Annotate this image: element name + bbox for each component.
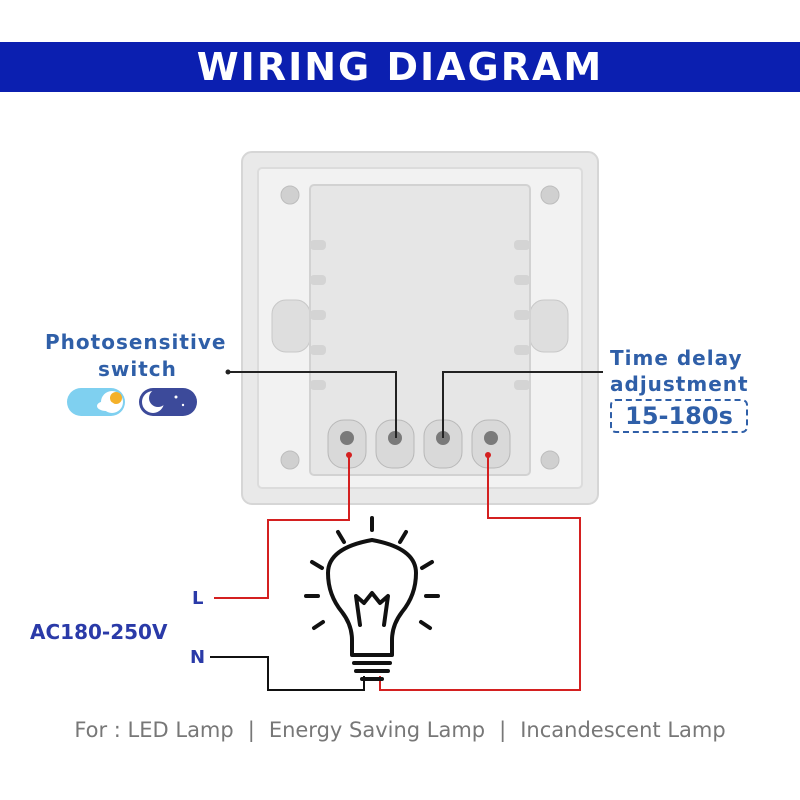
terminal-block xyxy=(327,419,511,469)
header-banner xyxy=(0,42,800,92)
neutral-terminal-label: N xyxy=(190,647,206,668)
load-wire xyxy=(379,455,581,691)
screw-hole xyxy=(280,185,300,205)
mounting-slot xyxy=(529,299,569,353)
screw-hole xyxy=(540,185,560,205)
device-center-body xyxy=(309,184,531,476)
page-title: WIRING DIAGRAM xyxy=(196,45,604,89)
time-delay-leader-line xyxy=(442,371,603,438)
screw-hole xyxy=(540,450,560,470)
footer-separator: | xyxy=(247,718,255,742)
screw-hole xyxy=(280,450,300,470)
time-delay-label: Time delay xyxy=(610,346,743,370)
terminal-screw xyxy=(340,431,498,445)
live-terminal-label: L xyxy=(192,588,204,609)
footer-item-energy-saving: Energy Saving Lamp xyxy=(268,718,486,742)
sensor-switch-device xyxy=(241,151,599,505)
day-mode-icon xyxy=(97,391,123,413)
photosensitive-switch-label: switch xyxy=(98,357,177,381)
footer-item-incandescent: Incandescent Lamp xyxy=(520,718,726,742)
mounting-slot xyxy=(271,299,311,353)
photosensitive-label: Photosensitive xyxy=(45,330,227,354)
night-mode-icon xyxy=(142,389,185,413)
time-adjustment-label: adjustment xyxy=(610,372,749,396)
voltage-label: AC180-250V xyxy=(30,620,168,644)
footer-separator: | xyxy=(499,718,507,742)
light-bulb-icon xyxy=(304,516,440,681)
live-wire xyxy=(214,455,350,599)
footer-item-led: For : LED Lamp xyxy=(74,718,234,742)
neutral-wire xyxy=(210,656,365,691)
photosensitive-leader-line xyxy=(228,371,397,438)
compatibility-footer: For : LED Lamp | Energy Saving Lamp | In… xyxy=(0,718,800,742)
time-range-badge: 15-180s xyxy=(610,399,748,433)
